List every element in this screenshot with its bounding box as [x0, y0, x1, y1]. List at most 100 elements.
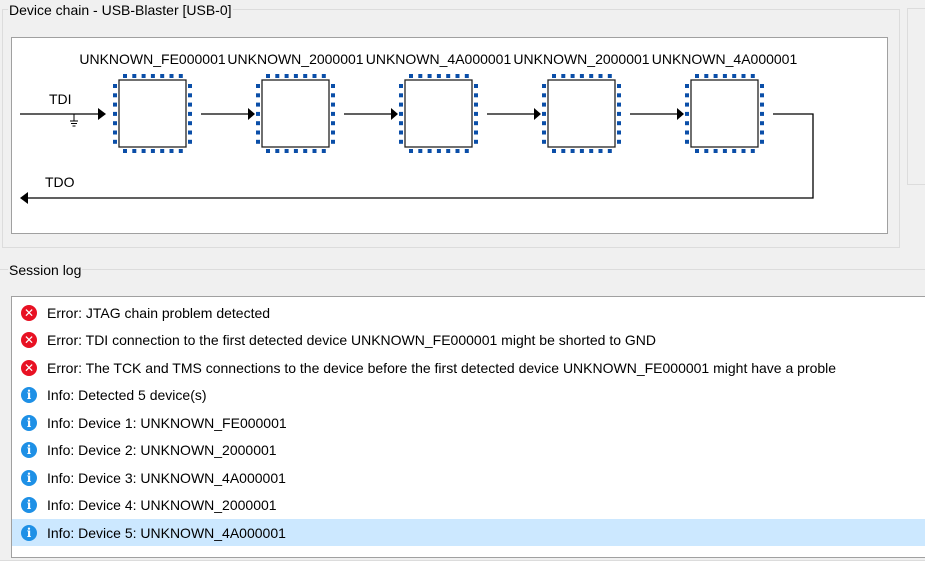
chip-pin: [760, 93, 764, 98]
chip-pin: [331, 84, 335, 88]
chip-pin: [598, 74, 603, 78]
chip-pin: [741, 149, 746, 153]
chip-pin: [542, 102, 546, 107]
chip-pin: [685, 102, 689, 107]
chip-pin: [427, 149, 432, 153]
chip-pin: [436, 149, 441, 153]
chip-pin: [132, 74, 137, 78]
chip-pin: [570, 149, 575, 153]
chip-pin: [150, 74, 155, 78]
chip-pin: [589, 74, 594, 78]
chip-pin: [542, 139, 546, 144]
chip-pin: [266, 74, 270, 78]
chip-pin: [331, 102, 335, 107]
chip-pin: [331, 130, 335, 135]
chip-pin: [141, 74, 146, 78]
session-log-list[interactable]: ✕Error: JTAG chain problem detected✕Erro…: [11, 296, 925, 558]
chip-pin: [256, 130, 260, 135]
log-entry-text: Error: JTAG chain problem detected: [47, 304, 271, 321]
chip-pin: [418, 149, 423, 153]
log-entry[interactable]: ✕ Error: TDI connection to the first dete…: [12, 327, 925, 354]
chip-pin: [399, 111, 403, 116]
chip-pin: [542, 111, 546, 116]
chip-pin: [542, 84, 546, 88]
device-chip: [118, 79, 187, 148]
chip-pin: [695, 149, 699, 153]
chip-pin: [617, 121, 621, 126]
chain-arrowhead: [391, 108, 398, 120]
chip-pin: [732, 149, 737, 153]
chip-pin: [293, 74, 298, 78]
chip-pin: [685, 84, 689, 88]
chip-pin: [713, 74, 718, 78]
chip-pin: [446, 74, 451, 78]
chip-pin: [113, 121, 117, 126]
chip-pin: [331, 121, 335, 126]
chip-pin: [570, 74, 575, 78]
chip-pin: [188, 139, 192, 144]
tdo-arrow: [20, 192, 28, 204]
device-label: UNKNOWN_4A000001: [366, 51, 512, 67]
log-entry[interactable]: ✕Error: The TCK and TMS connections to t…: [12, 354, 925, 381]
chain-arrowhead: [677, 108, 684, 120]
chip-pin: [303, 149, 308, 153]
device-chain-title: Device chain - USB-Blaster [USB-0]: [8, 2, 233, 18]
log-entry[interactable]: ✕ Error: JTAG chain problem detected: [12, 299, 925, 326]
chip-pin: [427, 74, 432, 78]
chip-pin: [446, 149, 451, 153]
chip-pin: [303, 74, 308, 78]
chip-pin: [617, 84, 621, 88]
chip-pin: [617, 139, 621, 144]
chip-pin: [160, 74, 165, 78]
chip-pin: [760, 139, 764, 144]
chip-pin: [685, 93, 689, 98]
ground-icon: [70, 114, 78, 127]
chip-pin: [321, 74, 326, 78]
chip-pin: [113, 93, 117, 98]
chip-pin: [760, 111, 764, 116]
chip-pin: [685, 130, 689, 135]
chip-pin: [617, 130, 621, 135]
chip-pin: [312, 74, 317, 78]
device-chip: [690, 79, 759, 148]
log-entry-text: Error: The TCK and TMS connections to th…: [47, 359, 837, 376]
chip-pin: [160, 149, 165, 153]
chip-pin: [750, 149, 755, 153]
chip-pin: [561, 74, 566, 78]
chip-pin: [607, 74, 612, 78]
error-icon: ✕: [21, 332, 37, 348]
chip-pin: [399, 139, 403, 144]
chip-pin: [607, 149, 612, 153]
chip-pin: [552, 74, 556, 78]
chip-pin: [589, 149, 594, 153]
chip-pin: [178, 74, 183, 78]
chip-pin: [178, 149, 183, 153]
chip-pin: [275, 74, 280, 78]
chip-pin: [722, 149, 727, 153]
chip-pin: [542, 121, 546, 126]
chip-pin: [760, 121, 764, 126]
log-entry-text: Error: TDI connection to the first detec…: [47, 332, 657, 348]
chip-pin: [331, 93, 335, 98]
chip-pin: [713, 149, 718, 153]
chip-pin: [188, 130, 192, 135]
error-icon: ✕: [21, 304, 37, 321]
chip-pin: [464, 74, 469, 78]
chip-pin: [436, 74, 441, 78]
chip-pin: [474, 121, 478, 126]
chip-pin: [464, 149, 469, 153]
chip-pin: [474, 93, 478, 98]
chip-pin: [409, 149, 413, 153]
chip-pin: [561, 149, 566, 153]
chip-pin: [113, 102, 117, 107]
chip-pin: [169, 149, 174, 153]
chip-pin: [685, 111, 689, 116]
chip-pin: [598, 149, 603, 153]
